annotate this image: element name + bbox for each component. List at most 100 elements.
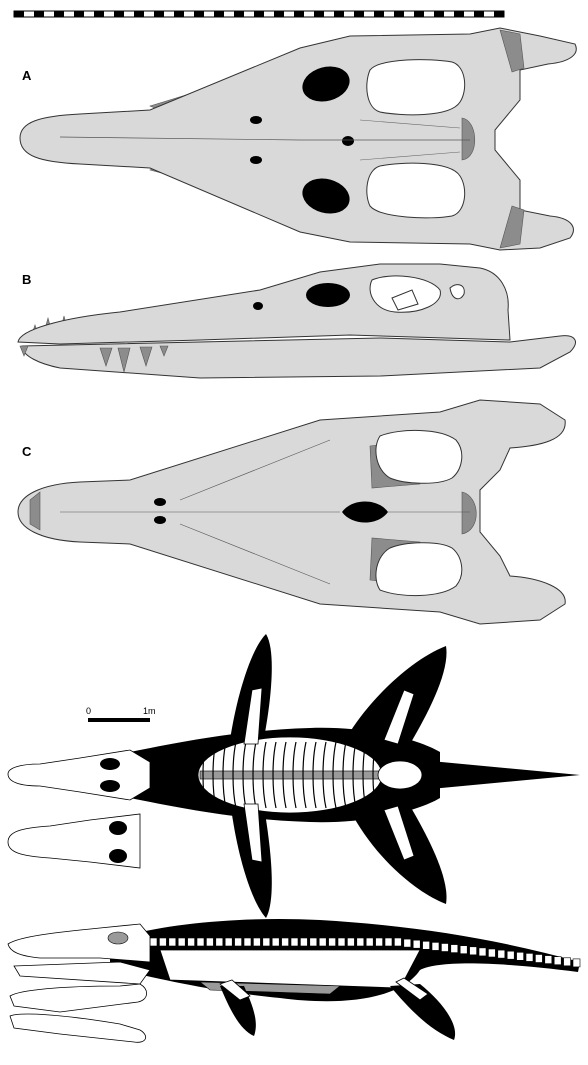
pineal-foramen	[342, 136, 354, 146]
front-flipper-lateral	[220, 986, 256, 1036]
scale-segment	[414, 11, 424, 17]
rib	[342, 741, 347, 809]
vertebra	[271, 937, 280, 947]
vertebra	[544, 955, 553, 964]
rib	[232, 741, 237, 809]
vertebra	[535, 954, 543, 963]
mandible-lateral-small	[13, 961, 151, 985]
vertebra	[168, 937, 177, 947]
skull-ventral-view: C	[17, 399, 566, 625]
scale-segment	[114, 11, 124, 17]
vertebra	[262, 937, 271, 947]
naris-lower	[250, 156, 262, 164]
internal-naris-lower	[154, 516, 166, 524]
rib	[282, 741, 287, 809]
rib	[302, 741, 307, 809]
temporal-fenestra-upper	[366, 59, 466, 116]
vertebra	[149, 937, 158, 947]
rib	[322, 741, 327, 809]
scale-segment	[34, 11, 44, 17]
scale-segment	[234, 11, 244, 17]
vertebra	[412, 939, 421, 949]
rib	[332, 741, 337, 809]
vertebra	[572, 958, 581, 968]
skull-dorsal-small	[7, 749, 151, 801]
temporal-fenestra-lower	[366, 162, 466, 219]
scale-segment	[174, 11, 184, 17]
hind-limb-lower-bones	[383, 805, 415, 861]
panel-label-a: A	[22, 68, 32, 83]
vertebra	[478, 947, 487, 957]
orbit-lower	[302, 178, 350, 214]
scale-segment	[74, 11, 84, 17]
panel-label-c: C	[22, 444, 32, 459]
rib	[202, 741, 207, 809]
front-flipper-lower	[230, 796, 272, 918]
rib	[272, 741, 277, 809]
rib	[212, 741, 217, 809]
vertebra	[516, 951, 524, 961]
interpterygoid-vacuity	[342, 501, 388, 523]
scale-bar-segments	[14, 11, 504, 17]
pelvis-dorsal	[377, 760, 423, 790]
vertebra	[347, 937, 355, 947]
hind-flipper-lateral	[390, 984, 456, 1040]
scale-segment	[194, 11, 204, 17]
naris-lateral	[253, 302, 263, 310]
ventral-condyle	[461, 491, 477, 535]
scale-start-label: 0	[86, 706, 91, 716]
vertebra	[375, 937, 383, 947]
scale-segment	[294, 11, 304, 17]
hind-flipper-lower	[350, 806, 447, 904]
front-flipper-upper	[230, 634, 272, 748]
scale-segment	[454, 11, 464, 17]
scale-end-label: 1m	[143, 706, 156, 716]
vertebra	[365, 937, 374, 947]
vertebra	[215, 937, 224, 947]
lower-jaw-lateral-small	[9, 983, 147, 1013]
rib	[242, 741, 247, 809]
front-limb-lower-bones	[243, 803, 263, 863]
vertebra	[403, 938, 412, 948]
skull-dorsal-view: A	[19, 27, 577, 251]
vertebra	[224, 937, 233, 947]
top-scale-bar	[13, 10, 505, 18]
occipital-condyle	[461, 117, 475, 161]
hind-flipper-upper	[350, 646, 447, 744]
vertebra	[337, 937, 346, 947]
vertebra	[300, 937, 308, 947]
front-limb-lateral	[219, 979, 251, 1001]
subtemporal-fenestra-lower	[375, 542, 463, 597]
vertebra	[459, 945, 468, 955]
vertebra	[497, 949, 506, 959]
rib	[292, 741, 297, 809]
ribs-dorsal	[202, 741, 397, 809]
rib	[312, 741, 317, 809]
vertebra	[356, 937, 365, 947]
scale-segment	[134, 11, 144, 17]
front-limb-upper-bones	[243, 687, 263, 745]
vertebra	[431, 942, 440, 951]
vertebra	[384, 937, 393, 947]
vertebrae-lateral	[149, 937, 581, 968]
vertebra	[243, 937, 252, 947]
vertebra	[394, 937, 402, 947]
hind-limb-upper-bones	[383, 689, 415, 745]
scale-segment	[354, 11, 364, 17]
internal-naris-upper	[154, 498, 166, 506]
scale-segment	[434, 11, 444, 17]
quadrate-upper	[499, 29, 525, 73]
vertebra	[450, 944, 459, 953]
lower-jaw-ventral-small	[7, 813, 141, 869]
vertebra	[328, 937, 336, 947]
skull-lateral-small	[7, 923, 151, 963]
rib	[362, 741, 367, 809]
vertebra	[196, 937, 205, 947]
vertebra	[281, 937, 289, 947]
scale-segment	[394, 11, 404, 17]
scale-segment	[254, 11, 264, 17]
rib	[222, 741, 227, 809]
scale-segment	[154, 11, 164, 17]
hind-limb-lateral	[395, 977, 429, 1001]
